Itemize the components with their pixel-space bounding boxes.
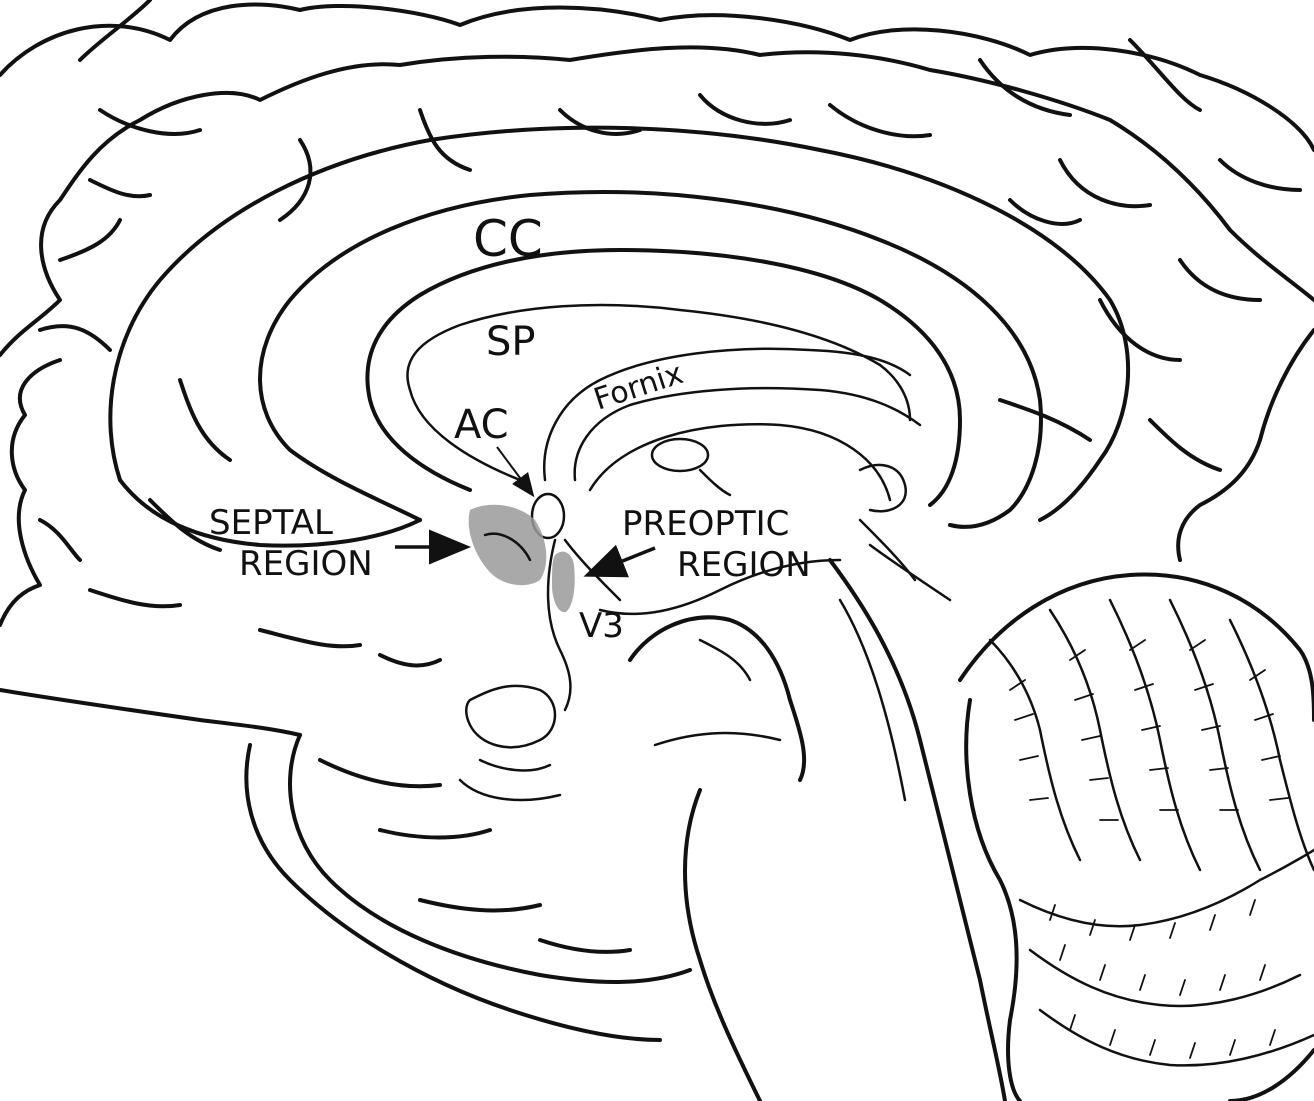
brainstem	[628, 518, 1007, 1101]
label-septal-line2: REGION	[239, 544, 373, 584]
label-preoptic-line2: REGION	[677, 545, 811, 585]
label-cc: CC	[473, 210, 543, 268]
cortex-sulci	[38, 0, 1302, 668]
cingulate-region	[108, 125, 1131, 548]
preoptic-arrow	[583, 544, 656, 578]
label-septal-line1: SEPTAL	[209, 503, 333, 543]
anterior-commissure	[530, 492, 566, 540]
cortex-outline	[0, 2, 1314, 737]
pituitary	[458, 684, 562, 802]
cerebellum	[958, 572, 1314, 1101]
ac-arrow	[496, 446, 535, 498]
septum-fornix	[406, 303, 922, 482]
label-v3: V3	[579, 606, 624, 646]
label-arrows	[395, 446, 656, 578]
label-sp: SP	[486, 319, 536, 365]
label-preoptic-line1: PREOPTIC	[622, 504, 789, 544]
temporal-lobe	[244, 733, 692, 1042]
septal-region-highlight	[468, 504, 547, 586]
thalamus	[588, 423, 907, 513]
label-ac: AC	[454, 402, 509, 448]
corpus-callosum	[258, 190, 1043, 529]
preoptic-region-highlight	[552, 551, 575, 613]
